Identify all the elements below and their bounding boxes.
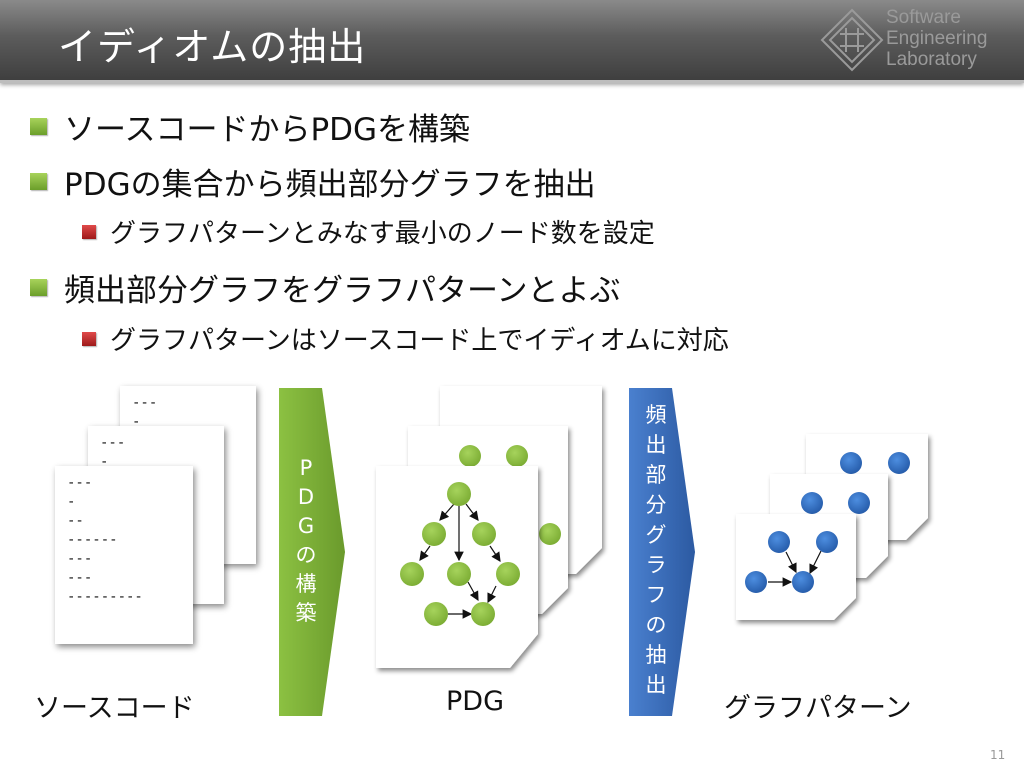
graph-node [506, 445, 528, 467]
page-number: 11 [990, 748, 1006, 762]
pdg-stack-graphic [376, 386, 602, 668]
code-line: --- [100, 435, 126, 451]
code-line: - [67, 494, 76, 510]
graph-node [848, 492, 870, 514]
code-line: ------ [67, 532, 118, 548]
arrow-char: 出 [645, 673, 667, 697]
graph-node [745, 571, 767, 593]
arrow-char: 分 [645, 493, 667, 517]
graph-pattern-stack-graphic [736, 434, 928, 620]
extract-subgraph-arrow-icon [629, 388, 695, 716]
arrow-char: D [297, 485, 315, 509]
arrow-char: 構 [295, 572, 317, 596]
logo-line-3: Laboratory [886, 49, 977, 70]
bullet-text: PDGの集合から頻出部分グラフを抽出 [64, 167, 596, 203]
lab-logo-icon [820, 8, 884, 72]
graph-node [400, 562, 424, 586]
green-square-bullet-icon [30, 173, 47, 190]
green-square-bullet-icon [30, 279, 47, 296]
arrow-char: 頻 [645, 403, 667, 427]
code-line: --- [132, 395, 158, 411]
pattern-edges [768, 550, 822, 587]
slide-title: イディオムの抽出 [58, 25, 367, 69]
sub-bullet-text: グラフパターンはソースコード上でイディオムに対応 [110, 326, 729, 356]
graph-node [424, 602, 448, 626]
green-square-bullet-icon [30, 118, 47, 135]
source-code-page-front: --- - -- ------ --- --- --------- [55, 466, 193, 644]
build-pdg-arrow-icon [279, 388, 345, 716]
arrow-char: 部 [645, 463, 667, 487]
graph-node [459, 445, 481, 467]
arrow-char: G [297, 514, 315, 538]
lab-logo: Software Engineering Laboratory [820, 6, 1020, 74]
bullet-item: 頻出部分グラフをグラフパターンとよぶ [30, 265, 620, 310]
code-line: - [132, 414, 141, 430]
graph-node [447, 482, 471, 506]
graph-node [840, 452, 862, 474]
graph-node [539, 523, 561, 545]
pattern-page-front [736, 514, 856, 620]
logo-line-2: Engineering [886, 28, 988, 49]
graph-node [801, 492, 823, 514]
title-bar: イディオムの抽出 Software Engineering Laboratory [0, 0, 1024, 83]
graph-node [422, 522, 446, 546]
code-line: --- [67, 551, 93, 567]
bullet-item: PDGの集合から頻出部分グラフを抽出 [30, 159, 596, 204]
extract-subgraph-arrow-label: 頻 出 部 分 グ ラ フ の 抽 出 [634, 400, 678, 700]
code-line: - [100, 454, 109, 470]
graph-node [888, 452, 910, 474]
logo-line-1: Software [886, 7, 961, 28]
sub-bullet-item: グラフパターンとみなす最小のノード数を設定 [82, 213, 655, 250]
arrow-char: 抽 [645, 643, 667, 667]
bullet-text: ソースコードからPDGを構築 [64, 112, 471, 148]
graph-node [447, 562, 471, 586]
arrow-char: グ [645, 523, 667, 547]
code-lines: --- - -- ------ --- --- --------- [67, 474, 143, 607]
code-line: --------- [67, 589, 143, 605]
graph-pattern-caption: グラフパターン [724, 693, 912, 724]
code-line: -- [67, 513, 84, 529]
arrow-char: フ [645, 583, 667, 607]
sub-bullet-text: グラフパターンとみなす最小のノード数を設定 [110, 219, 655, 249]
graph-node [472, 522, 496, 546]
arrow-char: ラ [645, 553, 667, 577]
pdg-caption: PDG [446, 686, 504, 717]
build-pdg-arrow-label: P D G の 構 築 [284, 454, 328, 628]
arrow-char: の [645, 613, 667, 637]
source-code-caption: ソースコード [34, 693, 195, 724]
graph-node [496, 562, 520, 586]
code-line: --- [67, 475, 93, 491]
bullet-item: ソースコードからPDGを構築 [30, 104, 470, 149]
lab-logo-text: Software Engineering Laboratory [886, 7, 987, 70]
arrow-char: の [295, 543, 317, 567]
red-square-bullet-icon [82, 224, 96, 239]
graph-node [816, 531, 838, 553]
red-square-bullet-icon [82, 331, 96, 346]
code-line: --- [67, 570, 93, 586]
sub-bullet-item: グラフパターンはソースコード上でイディオムに対応 [82, 320, 729, 357]
code-lines: --- - [132, 394, 157, 432]
graph-node [792, 571, 814, 593]
arrow-char: 出 [645, 433, 667, 457]
graph-node [471, 602, 495, 626]
code-lines: --- - [100, 434, 125, 472]
arrow-char: 築 [295, 601, 317, 625]
arrow-char: P [299, 456, 313, 480]
bullet-text: 頻出部分グラフをグラフパターンとよぶ [64, 273, 621, 309]
graph-node [768, 531, 790, 553]
pdg-edges [419, 503, 501, 619]
